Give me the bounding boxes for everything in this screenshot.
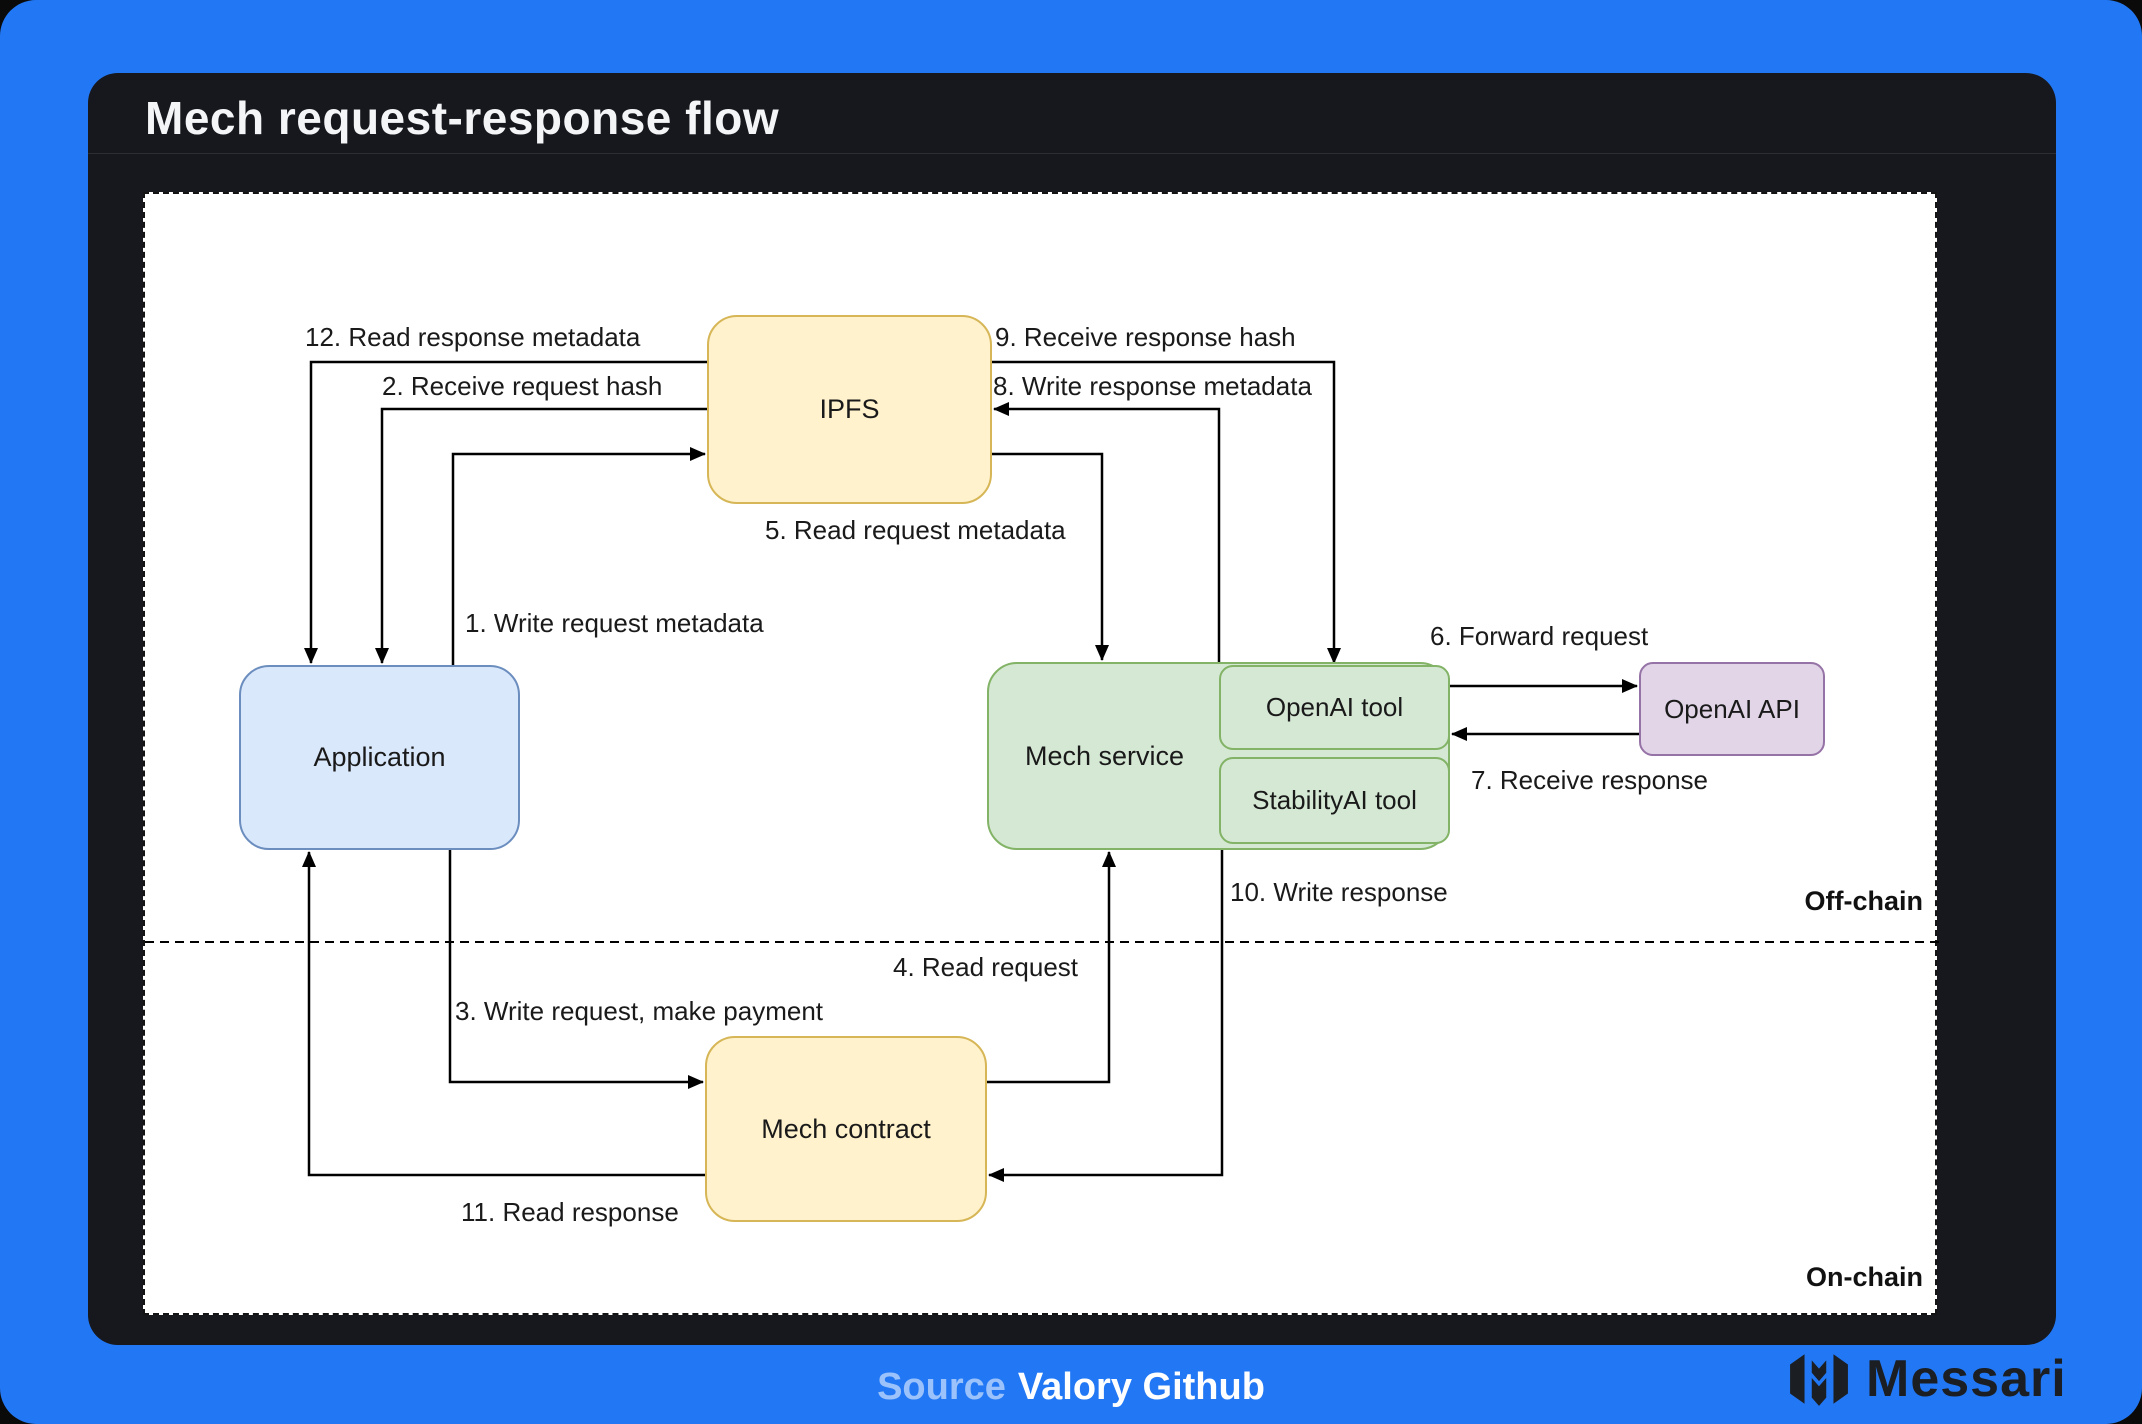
edge-label-7: 7. Receive response — [1471, 765, 1709, 795]
edge-label-3: 3. Write request, make payment — [455, 996, 824, 1026]
edge-5-read-request-metadata — [992, 452, 1109, 661]
page-title: Mech request-response flow — [145, 92, 780, 144]
node-mech-contract: Mech contract — [705, 1036, 987, 1222]
messari-wordmark: Messari — [1866, 1350, 2067, 1408]
edge-12-read-response-metadata — [304, 360, 707, 664]
node-openai-tool-label: OpenAI tool — [1265, 692, 1404, 722]
edge-3-write-request-make-payment — [448, 850, 704, 1089]
edge-9-receive-response-hash — [992, 360, 1341, 664]
node-mech-service-label: Mech service — [1024, 740, 1185, 771]
source-label: Source — [877, 1366, 1006, 1408]
node-openai-tool: OpenAI tool — [1219, 665, 1450, 750]
title-divider — [88, 153, 2056, 154]
edge-label-8: 8. Write response metadata — [993, 371, 1312, 401]
diagram-window: Mech request-response flow — [88, 73, 2056, 1345]
node-application: Application — [239, 665, 520, 850]
edge-label-1: 1. Write request metadata — [465, 608, 764, 638]
source-attribution: Source Valory Github — [0, 1366, 2142, 1409]
source-name: Valory Github — [1017, 1366, 1265, 1408]
node-mech-contract-label: Mech contract — [761, 1113, 931, 1144]
edge-label-12: 12. Read response metadata — [305, 322, 641, 352]
edge-label-9: 9. Receive response hash — [995, 322, 1296, 352]
diagram-panel: IPFS Application Mech service OpenAI too… — [143, 192, 1939, 1315]
edge-label-2: 2. Receive request hash — [382, 371, 663, 401]
edge-11-read-response — [302, 851, 705, 1177]
node-stabilityai-tool: StabilityAI tool — [1219, 757, 1450, 844]
edge-2-receive-request-hash — [375, 407, 707, 664]
node-ipfs-label: IPFS — [819, 394, 880, 424]
edge-label-6: 6. Forward request — [1430, 621, 1649, 651]
node-stabilityai-tool-label: StabilityAI tool — [1252, 785, 1417, 815]
messari-mark-icon — [1790, 1354, 1848, 1406]
edge-label-4: 4. Read request — [893, 952, 1079, 982]
on-chain-region-label: On-chain — [1805, 1262, 1923, 1292]
flow-edges — [145, 360, 1939, 1182]
node-openai-api-label: OpenAI API — [1664, 693, 1800, 724]
edge-label-10: 10. Write response — [1230, 877, 1448, 907]
edge-label-11: 11. Read response — [461, 1197, 679, 1227]
edge-4-read-request — [987, 851, 1116, 1084]
edge-10-write-response — [988, 850, 1224, 1182]
node-openai-api: OpenAI API — [1639, 662, 1825, 756]
messari-logo: Messari — [1788, 1349, 2067, 1409]
node-ipfs: IPFS — [707, 315, 992, 504]
edge-label-5: 5. Read request metadata — [765, 515, 1066, 545]
node-application-label: Application — [313, 742, 446, 772]
edge-1-write-request-metadata — [451, 447, 706, 665]
edge-8-write-response-metadata — [993, 402, 1221, 662]
off-chain-region-label: Off-chain — [1804, 886, 1924, 916]
